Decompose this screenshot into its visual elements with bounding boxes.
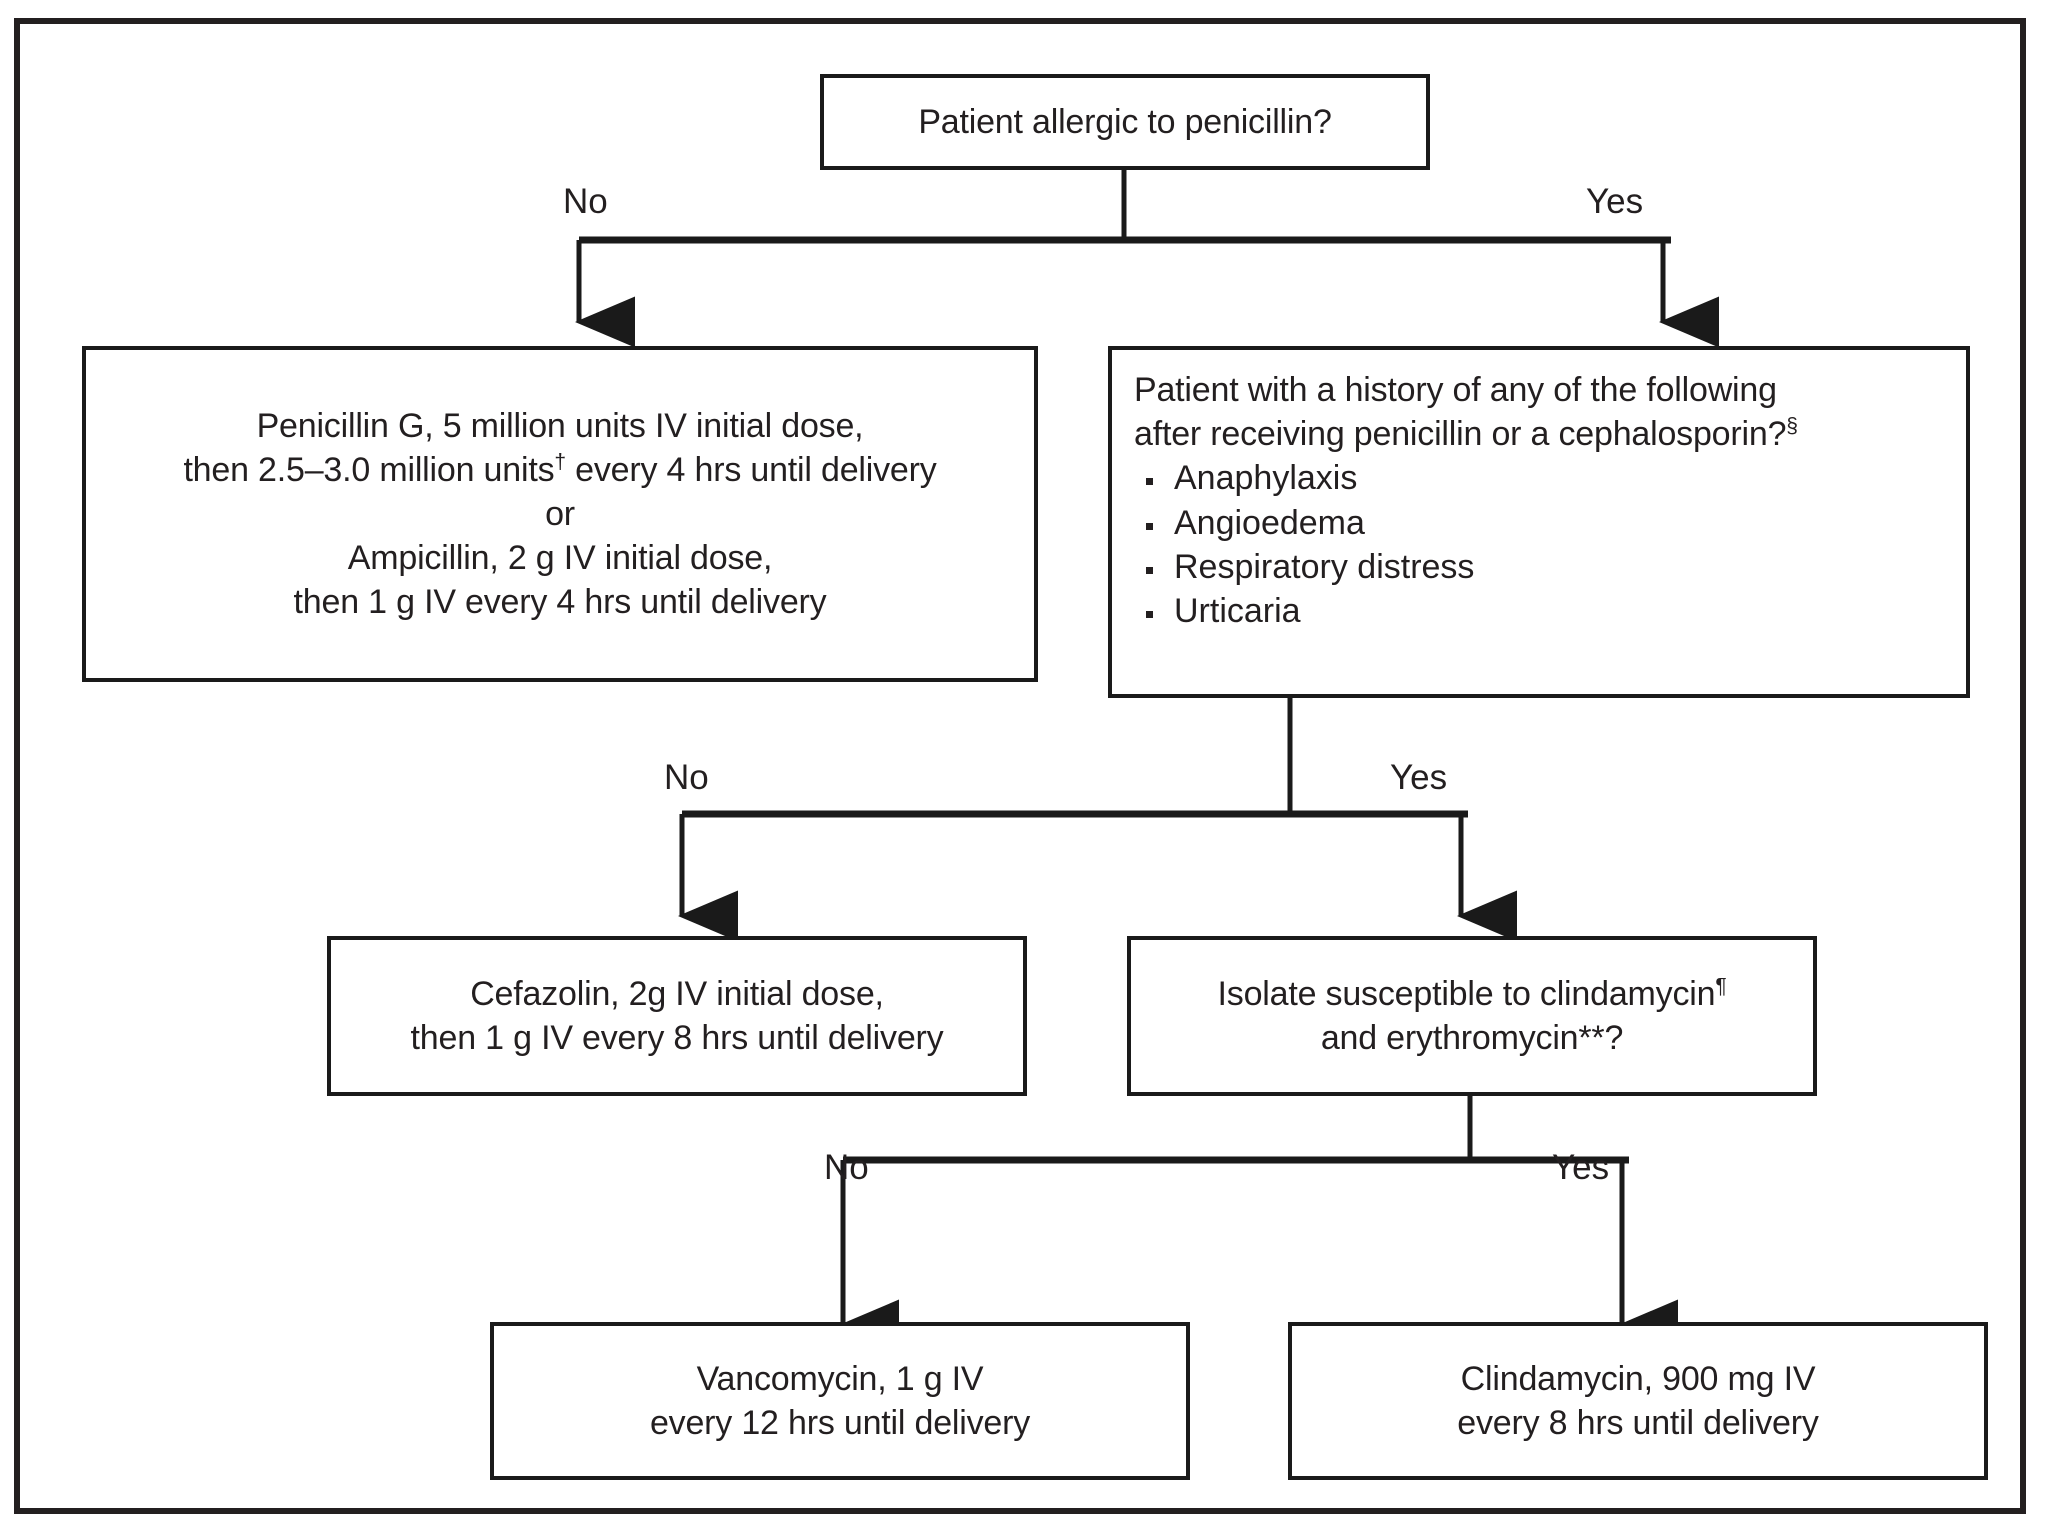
- history-question-heading-line-1: Patient with a history of any of the fol…: [1134, 371, 1777, 409]
- history-question-heading-line-2: after receiving penicillin or a cephalos…: [1134, 414, 1798, 454]
- dagger-footnote-marker: †: [554, 450, 566, 474]
- edge-label-history-yes: Yes: [1390, 758, 1448, 797]
- vancomycin-treatment[interactable]: Vancomycin, 1 g IV every 12 hrs until de…: [490, 1322, 1190, 1480]
- edge-label-root-no: No: [563, 182, 608, 221]
- patient-allergic-question-line-1: Patient allergic to penicillin?: [918, 102, 1332, 141]
- pilcrow-footnote-marker: ¶: [1715, 974, 1727, 998]
- vancomycin-treatment-line-2: every 12 hrs until delivery: [649, 1404, 1031, 1442]
- cefazolin-treatment-line-1: Cefazolin, 2g IV initial dose,: [470, 974, 884, 1013]
- history-bullet-item: Respiratory distress: [1134, 545, 1946, 589]
- penicillin-treatment-line-2: then 2.5–3.0 million units† every 4 hrs …: [183, 450, 937, 489]
- penicillin-treatment-line-5: then 1 g IV every 4 hrs until delivery: [293, 583, 827, 622]
- susceptibility-question-line-1-text: Isolate susceptible to clindamycin: [1217, 974, 1716, 1013]
- history-bullet-item: Anaphylaxis: [1134, 456, 1946, 500]
- susceptibility-question-line-2: and erythromycin**?: [1320, 1019, 1624, 1057]
- penicillin-treatment[interactable]: Penicillin G, 5 million units IV initial…: [82, 346, 1038, 682]
- section-footnote-marker: §: [1786, 414, 1798, 438]
- severe-allergy-history-question[interactable]: Patient with a history of any of the fol…: [1108, 346, 1970, 698]
- history-bullet-item: Urticaria: [1134, 589, 1946, 633]
- clindamycin-treatment-line-2: every 8 hrs until delivery: [1457, 1404, 1819, 1442]
- cefazolin-treatment-line-2: then 1 g IV every 8 hrs until delivery: [410, 1019, 944, 1057]
- clindamycin-treatment-line-1: Clindamycin, 900 mg IV: [1460, 1359, 1816, 1398]
- vancomycin-treatment-line-1: Vancomycin, 1 g IV: [696, 1359, 984, 1398]
- edge-label-history-no: No: [664, 758, 709, 797]
- edge-label-susceptibility-no: No: [824, 1148, 869, 1187]
- history-question-bullet-list: Anaphylaxis Angioedema Respiratory distr…: [1134, 456, 1946, 633]
- penicillin-treatment-line-4: Ampicillin, 2 g IV initial dose,: [347, 539, 773, 578]
- penicillin-treatment-line-1: Penicillin G, 5 million units IV initial…: [256, 406, 864, 445]
- edge-label-susceptibility-yes: Yes: [1552, 1148, 1610, 1187]
- clindamycin-treatment[interactable]: Clindamycin, 900 mg IV every 8 hrs until…: [1288, 1322, 1988, 1480]
- edge-label-root-yes: Yes: [1586, 182, 1644, 221]
- cefazolin-treatment[interactable]: Cefazolin, 2g IV initial dose, then 1 g …: [327, 936, 1027, 1096]
- penicillin-treatment-line-3: or: [545, 494, 575, 533]
- isolate-susceptibility-question[interactable]: Isolate susceptible to clindamycin¶ and …: [1127, 936, 1817, 1096]
- susceptibility-question-line-1: Isolate susceptible to clindamycin¶: [1131, 972, 1813, 1016]
- history-bullet-item: Angioedema: [1134, 501, 1946, 545]
- patient-allergic-question[interactable]: Patient allergic to penicillin?: [820, 74, 1430, 170]
- figure-outer-frame: [14, 18, 2026, 1514]
